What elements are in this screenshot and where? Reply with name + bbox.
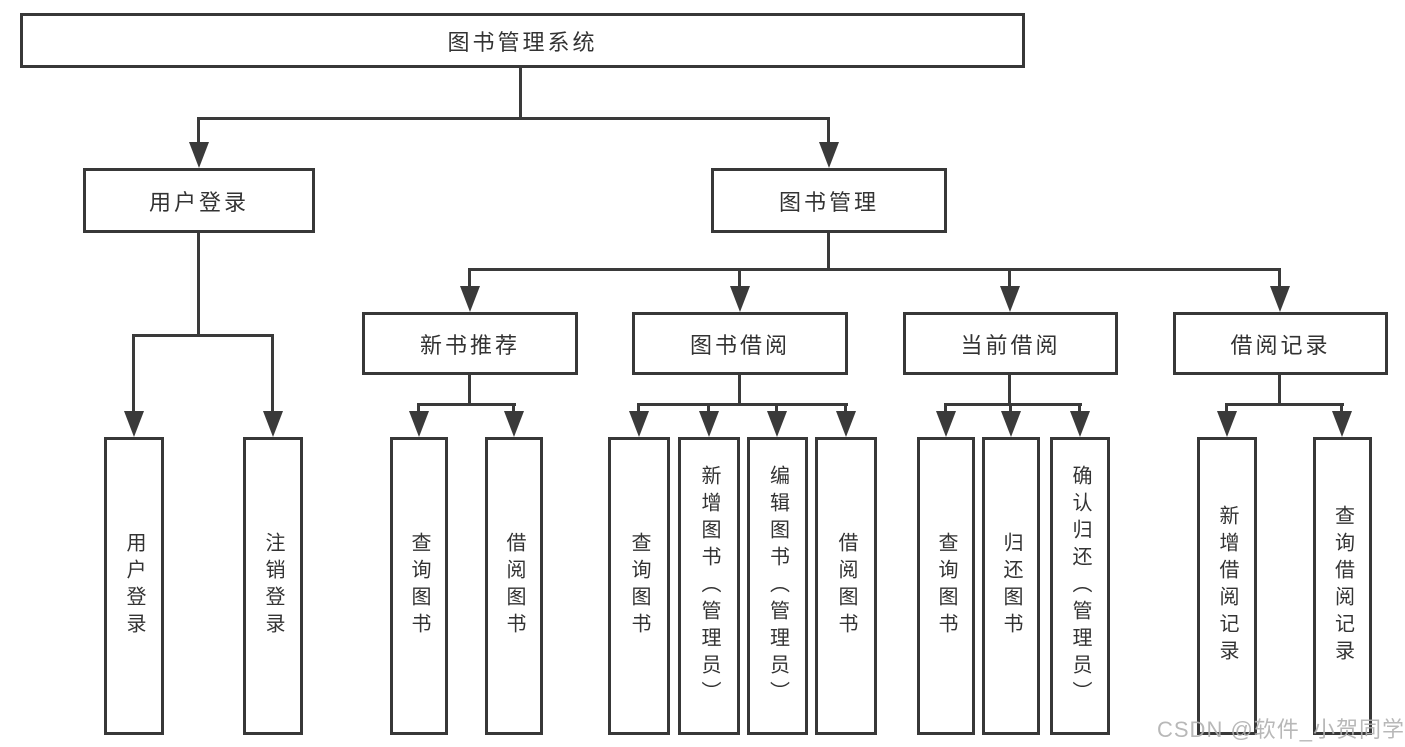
connector-line (468, 268, 1281, 271)
connector-line (197, 117, 830, 120)
leaf-edit-books-admin-label: 编辑图书（管理员） (766, 464, 789, 708)
leaf-query-borrow-record: 查询借阅记录 (1313, 437, 1372, 735)
arrow-down-icon (1217, 411, 1237, 437)
leaf-recommend-query-books: 查询图书 (390, 437, 448, 735)
connector-line (197, 117, 200, 144)
leaf-add-borrow-record-label: 新增借阅记录 (1216, 505, 1238, 667)
arrow-down-icon (460, 286, 480, 312)
connector-line (944, 403, 947, 413)
arrow-down-icon (1070, 411, 1090, 437)
arrow-down-icon (699, 411, 719, 437)
connector-line (944, 403, 1082, 406)
connector-line (1225, 403, 1228, 413)
leaf-return-books: 归还图书 (982, 437, 1040, 735)
node-root: 图书管理系统 (20, 13, 1025, 68)
connector-line (827, 117, 830, 144)
arrow-down-icon (936, 411, 956, 437)
connector-line (738, 268, 741, 288)
arrow-down-icon (1000, 286, 1020, 312)
leaf-add-books-admin-label: 新增图书（管理员） (698, 464, 720, 708)
connector-line (637, 403, 848, 406)
node-new-book-recommend: 新书推荐 (362, 312, 578, 375)
connector-line (417, 403, 516, 406)
node-current-borrowing-label: 当前借阅 (960, 332, 1061, 358)
connector-line (1278, 268, 1281, 288)
connector-line (512, 403, 515, 413)
node-current-borrowing: 当前借阅 (903, 312, 1118, 375)
arrow-down-icon (767, 411, 787, 437)
leaf-add-books-admin: 新增图书（管理员） (678, 437, 740, 735)
connector-line (707, 403, 710, 413)
node-book-management: 图书管理 (711, 168, 947, 233)
connector-line (417, 403, 420, 413)
arrow-down-icon (263, 411, 283, 437)
leaf-recommend-borrow-books-label: 借阅图书 (503, 532, 525, 640)
connector-line (1225, 403, 1344, 406)
leaf-borrow-books-label: 借阅图书 (835, 532, 857, 640)
arrow-down-icon (1332, 411, 1352, 437)
leaf-borrow-books: 借阅图书 (815, 437, 877, 735)
arrow-down-icon (819, 142, 839, 168)
connector-line (468, 268, 471, 288)
connector-line (827, 233, 830, 271)
connector-line (519, 68, 522, 120)
arrow-down-icon (1270, 286, 1290, 312)
leaf-logout: 注销登录 (243, 437, 303, 735)
leaf-borrowing-query-books-label: 查询图书 (628, 532, 650, 640)
connector-line (1278, 375, 1281, 406)
arrow-down-icon (124, 411, 144, 437)
leaf-current-query-books: 查询图书 (917, 437, 975, 735)
node-borrowing-records-label: 借阅记录 (1230, 332, 1331, 358)
node-book-borrowing-label: 图书借阅 (689, 332, 790, 358)
connector-line (738, 375, 741, 406)
connector-line (1008, 375, 1011, 406)
node-new-book-recommend-label: 新书推荐 (419, 332, 520, 358)
arrow-down-icon (836, 411, 856, 437)
connector-line (844, 403, 847, 413)
arrow-down-icon (730, 286, 750, 312)
leaf-confirm-return-admin: 确认归还（管理员） (1050, 437, 1110, 735)
arrow-down-icon (629, 411, 649, 437)
node-book-borrowing: 图书借阅 (632, 312, 848, 375)
leaf-user-login: 用户登录 (104, 437, 164, 735)
leaf-return-books-label: 归还图书 (1000, 532, 1022, 640)
leaf-current-query-books-label: 查询图书 (935, 532, 957, 640)
leaf-add-borrow-record: 新增借阅记录 (1197, 437, 1257, 735)
node-user-login: 用户登录 (83, 168, 315, 233)
connector-line (271, 334, 274, 412)
csdn-watermark: CSDN @软件_小贺同学 (1157, 717, 1405, 742)
arrow-down-icon (189, 142, 209, 168)
leaf-logout-label: 注销登录 (262, 532, 284, 640)
arrow-down-icon (504, 411, 524, 437)
connector-line (1340, 403, 1343, 413)
node-borrowing-records: 借阅记录 (1173, 312, 1388, 375)
connector-line (132, 334, 274, 337)
leaf-query-borrow-record-label: 查询借阅记录 (1331, 505, 1354, 667)
node-book-management-label: 图书管理 (778, 189, 879, 215)
leaf-recommend-query-books-label: 查询图书 (408, 532, 430, 640)
leaf-confirm-return-admin-label: 确认归还（管理员） (1069, 464, 1091, 708)
connector-line (637, 403, 640, 413)
leaf-user-login-label: 用户登录 (123, 532, 145, 640)
connector-line (1008, 268, 1011, 288)
connector-line (1009, 403, 1012, 413)
leaf-recommend-borrow-books: 借阅图书 (485, 437, 543, 735)
arrow-down-icon (409, 411, 429, 437)
connector-line (468, 375, 471, 406)
node-user-login-label: 用户登录 (148, 189, 249, 215)
connector-line (132, 334, 135, 412)
connector-line (1078, 403, 1081, 413)
connector-line (775, 403, 778, 413)
connector-line (197, 233, 200, 337)
arrow-down-icon (1001, 411, 1021, 437)
leaf-edit-books-admin: 编辑图书（管理员） (747, 437, 808, 735)
leaf-borrowing-query-books: 查询图书 (608, 437, 670, 735)
node-root-label: 图书管理系统 (447, 29, 598, 55)
